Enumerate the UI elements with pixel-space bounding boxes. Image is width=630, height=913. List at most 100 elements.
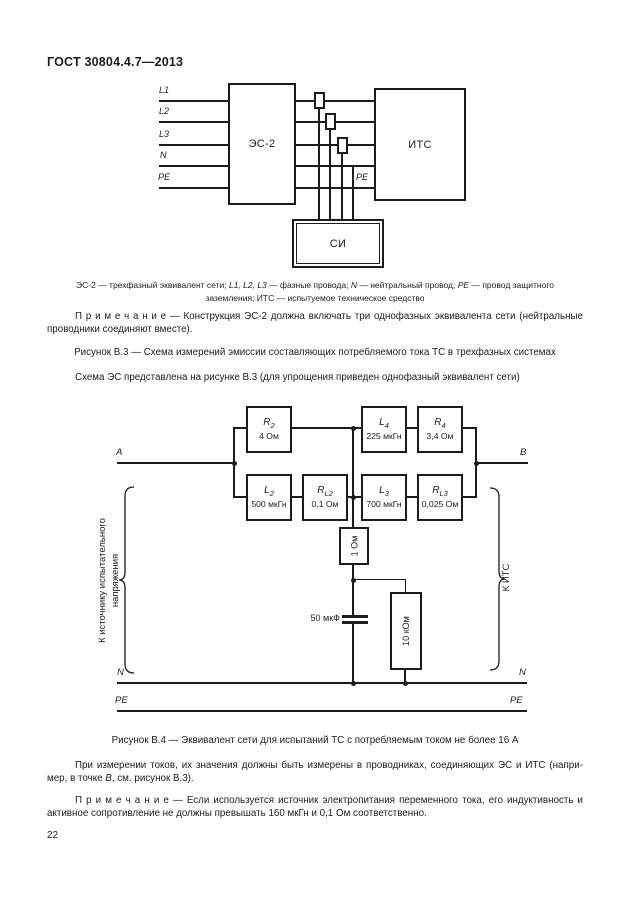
figure-b4-caption: Рисунок В.4 — Эквивалент сети для испыта…: [111, 735, 519, 746]
wire-l1-in: [159, 100, 228, 102]
component-l2-symbol: L2: [264, 485, 274, 498]
junction-dot: [351, 426, 356, 431]
wire-sensor1-drop: [318, 108, 320, 219]
figure-b3-legend-line1: ЭС-2 — трехфазный эквивалент сети; L1, L…: [47, 279, 583, 292]
block-si-label: СИ: [329, 237, 347, 250]
wire-tap-vertical: [405, 579, 406, 593]
component-r4-value: 3,4 Ом: [426, 430, 454, 441]
wire-b: [476, 462, 528, 464]
sym: R: [432, 485, 440, 497]
wire-sensor2-drop: [329, 129, 331, 219]
junction-dot: [474, 461, 479, 466]
component-rl3-symbol: RL3: [432, 485, 448, 498]
component-rl3-value: 0,025 Ом: [421, 498, 459, 509]
brace-left-label-line1: К источнику испытательного: [97, 518, 108, 643]
wire-mid-upper: [352, 427, 354, 527]
sym: R: [317, 485, 325, 497]
wire-mid-to-cap: [352, 565, 354, 617]
component-l3: L3 700 мкГн: [361, 474, 407, 521]
sub: 3: [384, 489, 389, 499]
para1-line2: мер, в точке B, см. рисунок В.3).: [47, 773, 583, 786]
n-label-left: N: [117, 667, 124, 678]
note1-line1: П р и м е ч а н и е — Конструкция ЭС-2 д…: [75, 311, 583, 322]
note2-line2: активное сопротивление не должны превыша…: [47, 808, 427, 819]
wire-a: [117, 462, 235, 464]
capacitor-value: 50 мкФ: [310, 613, 340, 623]
wire-l3-mid: [296, 144, 374, 146]
para-seg: , см. рисунок В.3).: [111, 773, 194, 784]
label-l2: L2: [159, 106, 170, 116]
wire-pe-mid: [296, 187, 374, 189]
wire-sensor3-drop: [341, 153, 343, 219]
wire-neutral-drop: [352, 165, 354, 219]
component-l4-symbol: L4: [379, 417, 389, 430]
label-pe: PE: [158, 172, 171, 182]
sym: L: [379, 417, 385, 429]
block-its: ИТС: [374, 88, 466, 201]
block-its-label: ИТС: [408, 138, 432, 151]
label-l3: L3: [159, 129, 170, 139]
note2-line1: П р и м е ч а н и е — Если используется …: [75, 795, 583, 806]
wire-n-mid: [296, 165, 374, 167]
sub: 4: [441, 421, 446, 431]
sub: 2: [270, 421, 275, 431]
component-l3-value: 700 мкГн: [366, 498, 402, 509]
wire-r10k-to-n: [404, 668, 406, 683]
legend-seg: ЭС-2 — трехфазный эквивалент сети;: [76, 280, 229, 290]
terminal-b-label: B: [520, 447, 527, 458]
component-r1ohm-value: 1 Ом: [348, 535, 359, 557]
sym: R: [434, 417, 442, 429]
wire-n-in: [159, 165, 228, 167]
component-r1ohm: 1 Ом: [339, 527, 369, 565]
capacitor-plate-top: [342, 615, 368, 618]
brace-left-label-line2: напряжения: [110, 553, 121, 608]
block-es2-label: ЭС-2: [248, 138, 276, 150]
legend-seg-italic: PE: [457, 280, 470, 290]
wire-cap-to-n: [352, 624, 354, 684]
legend-seg: — нейтральный провод;: [357, 280, 458, 290]
note1-line2: проводники соединяют вместе).: [47, 324, 193, 335]
junction-dot: [351, 495, 356, 500]
component-rl2-value: 0,1 Ом: [311, 498, 339, 509]
component-l3-symbol: L3: [379, 485, 389, 498]
pe-label-right: PE: [510, 695, 523, 706]
page-number: 22: [47, 830, 59, 841]
brace-left: [118, 486, 135, 674]
sub: L3: [439, 489, 448, 499]
wire-pe-rail: [117, 710, 527, 712]
legend-seg-italic: N: [350, 280, 357, 290]
capacitor-plate-bottom: [342, 621, 368, 624]
sub: 4: [384, 421, 389, 431]
label-l1: L1: [159, 85, 170, 95]
wire-n-rail: [117, 682, 527, 684]
current-sensor-l3: [337, 137, 348, 154]
label-pe-inner: PE: [356, 172, 369, 182]
figure-b3-title: Рисунок В.3 — Схема измерений эмиссии со…: [74, 347, 556, 358]
para-seg: мер, в точке: [47, 773, 106, 784]
block-si-inner-frame: СИ: [296, 223, 380, 264]
block-es2: ЭС-2: [228, 83, 296, 205]
component-r4: R4 3,4 Ом: [417, 406, 463, 453]
intro-sentence: Схема ЭС представлена на рисунке В.3 (дл…: [75, 372, 520, 383]
junction-dot: [232, 461, 237, 466]
current-sensor-l2: [325, 113, 336, 130]
component-r10k: 10 кОм: [390, 592, 422, 670]
brace-right-label: К ИТС: [501, 563, 512, 592]
component-rl3: RL3 0,025 Ом: [417, 474, 463, 521]
label-n: N: [160, 150, 167, 160]
wire-tap-horizontal: [353, 579, 406, 580]
current-sensor-l1: [314, 92, 325, 109]
component-l2-value: 500 мкГн: [251, 498, 287, 509]
component-rl2: RL2 0,1 Ом: [302, 474, 348, 521]
junction-dot: [351, 578, 356, 583]
pe-label-left: PE: [115, 695, 128, 706]
wire-l2-in: [159, 121, 228, 123]
brace-right: [489, 487, 506, 671]
wire-pe-in: [159, 187, 228, 189]
para1-line1: При измерении токов, их значения должны …: [75, 760, 583, 771]
para-seg-italic: B: [105, 773, 112, 784]
component-l4: L4 225 мкГн: [361, 406, 407, 453]
sub: 2: [269, 489, 274, 499]
component-l2: L2 500 мкГн: [246, 474, 292, 521]
